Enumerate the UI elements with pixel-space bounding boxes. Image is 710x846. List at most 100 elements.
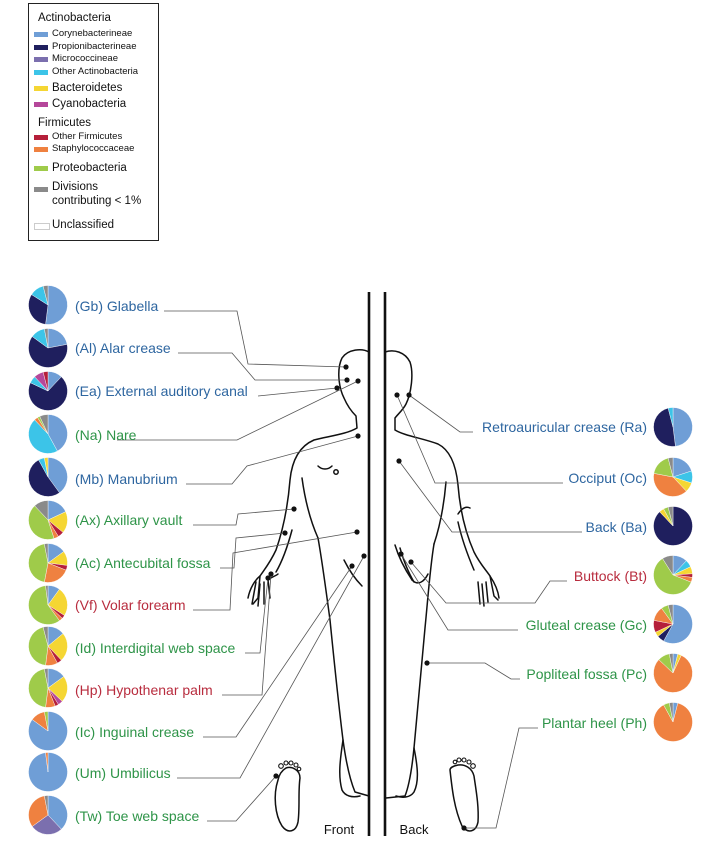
site-gb-leader-line <box>164 310 347 368</box>
site-ac-pie <box>28 543 68 583</box>
site-ea-slice-prop <box>28 376 68 411</box>
site-mb-slice-prop <box>28 459 60 497</box>
site-id-slice-minor <box>42 626 49 647</box>
legend-swatch-cyanobacteria <box>34 102 48 107</box>
site-bt-label: Buttock (Bt) <box>574 568 647 584</box>
site-bt-marker-dot <box>408 559 414 565</box>
site-ra-leader-line <box>408 394 473 433</box>
site-hp-slice-minor <box>44 668 49 689</box>
site-ph-marker-dot <box>461 825 467 831</box>
site-ic-leader-line <box>203 565 353 738</box>
site-gc-marker-dot <box>398 551 404 557</box>
site-ph-slice-staph <box>653 702 693 742</box>
site-bt-leader-line <box>410 561 567 604</box>
site-na-marker-dot <box>355 378 361 384</box>
site-oc: Occiput (Oc) <box>394 392 693 497</box>
site-gb-slice-cory <box>45 285 68 325</box>
site-pc-marker-dot <box>424 660 430 666</box>
site-vf-marker-dot <box>354 529 360 535</box>
site-ac-marker-dot <box>282 530 288 536</box>
site-hp-leader-line <box>222 573 272 696</box>
site-ac-slice-minor <box>44 543 49 564</box>
site-na-slice-minor <box>39 414 49 435</box>
site-ea-slice-ofirm <box>42 371 49 392</box>
site-um-pie <box>28 752 68 792</box>
site-ac-label: (Ac) Antecubital fossa <box>75 555 211 571</box>
legend-swatch-bacteroidetes <box>34 86 48 91</box>
site-ra-slice-prop <box>653 407 676 447</box>
site-um-marker-dot <box>361 553 367 559</box>
legend-swatch-staphylococcaceae <box>34 147 48 152</box>
legend-label-other-actinobacteria: Other Actinobacteria <box>52 66 139 77</box>
site-ea: (Ea) External auditory canal <box>28 371 340 411</box>
legend-swatch-other-actinobacteria <box>34 70 48 75</box>
site-hp-pie <box>28 668 68 708</box>
feet-outlines <box>274 757 479 832</box>
site-id-leader-line <box>245 577 269 654</box>
site-um-slice-staph <box>45 752 49 773</box>
site-vf: (Vf) Volar forearm <box>28 529 360 625</box>
site-tw-slice-staph <box>28 795 49 827</box>
site-ra-marker-dot <box>406 392 412 398</box>
site-hp-slice-prot <box>28 668 49 708</box>
site-ba-pie <box>653 506 693 546</box>
site-ac: (Ac) Antecubital fossa <box>28 530 288 583</box>
site-ea-pie <box>28 371 68 411</box>
site-um-label: (Um) Umbilicus <box>75 765 171 781</box>
site-vf-slice-minor <box>45 585 49 606</box>
legend-swatch-micrococcineae <box>34 57 48 62</box>
site-tw: (Tw) Toe web space <box>28 773 279 835</box>
site-tw-slice-minor <box>44 795 49 816</box>
site-pc-slice-minor <box>669 653 674 674</box>
legend-label-micrococcineae: Micrococcineae <box>52 53 118 64</box>
site-gc-pie <box>653 604 693 644</box>
site-ph-pie <box>653 702 693 742</box>
site-ba: Back (Ba) <box>396 458 693 546</box>
site-hp: (Hp) Hypothenar palm <box>28 571 274 708</box>
site-ph: Plantar heel (Ph) <box>461 702 693 831</box>
site-bt-slice-minor <box>662 555 674 576</box>
legend-label-unclassified: Unclassified <box>52 219 114 231</box>
site-hp-marker-dot <box>268 571 274 577</box>
site-tw-marker-dot <box>273 773 279 779</box>
site-al-marker-dot <box>344 377 350 383</box>
site-ba-label: Back (Ba) <box>586 519 647 535</box>
site-ax-slice-minor <box>34 500 49 521</box>
site-pc-pie <box>653 653 693 693</box>
site-gb-label: (Gb) Glabella <box>75 298 158 314</box>
site-ra-slice-oact <box>667 407 674 428</box>
site-ea-label: (Ea) External auditory canal <box>75 383 248 399</box>
site-tw-slice-cory <box>47 795 68 830</box>
site-oc-slice-staph <box>653 473 687 497</box>
site-ax-marker-dot <box>291 506 297 512</box>
site-tw-label: (Tw) Toe web space <box>75 808 199 824</box>
site-gb-marker-dot <box>343 364 349 370</box>
site-ph-slice-minor <box>669 702 674 723</box>
site-oc-marker-dot <box>394 392 400 398</box>
legend-label-bacteroidetes: Bacteroidetes <box>52 82 123 94</box>
legend-label-divisions-contributing-1: Divisions contributing < 1% <box>52 181 142 207</box>
site-mb-slice-bact <box>44 457 49 478</box>
site-ra: Retroauricular crease (Ra) <box>406 392 693 447</box>
site-mb-slice-cory <box>47 457 68 494</box>
site-vf-label: (Vf) Volar forearm <box>75 597 185 613</box>
site-ax: (Ax) Axillary vault <box>28 500 297 540</box>
site-id-label: (Id) Interdigital web space <box>75 640 236 656</box>
site-bt: Buttock (Bt) <box>408 555 693 604</box>
legend-label-staphylococcaceae: Staphylococcaceae <box>52 143 135 154</box>
site-ra-slice-cory <box>672 407 693 447</box>
legend-swatch-propionibacterineae <box>34 45 48 50</box>
site-ea-marker-dot <box>334 385 340 391</box>
site-gc-label: Gluteal crease (Gc) <box>526 617 647 633</box>
site-ba-marker-dot <box>396 458 402 464</box>
site-gb-slice-minor <box>42 285 49 306</box>
site-gb-pie <box>28 285 68 325</box>
site-pc-label: Popliteal fossa (Pc) <box>526 666 647 682</box>
site-bt-slice-prot <box>653 558 692 595</box>
site-ic-marker-dot <box>349 563 355 569</box>
site-al-pie <box>28 328 68 368</box>
site-vf-slice-prot <box>28 585 60 625</box>
site-id: (Id) Interdigital web space <box>28 575 271 666</box>
site-al: (Al) Alar crease <box>28 328 350 383</box>
